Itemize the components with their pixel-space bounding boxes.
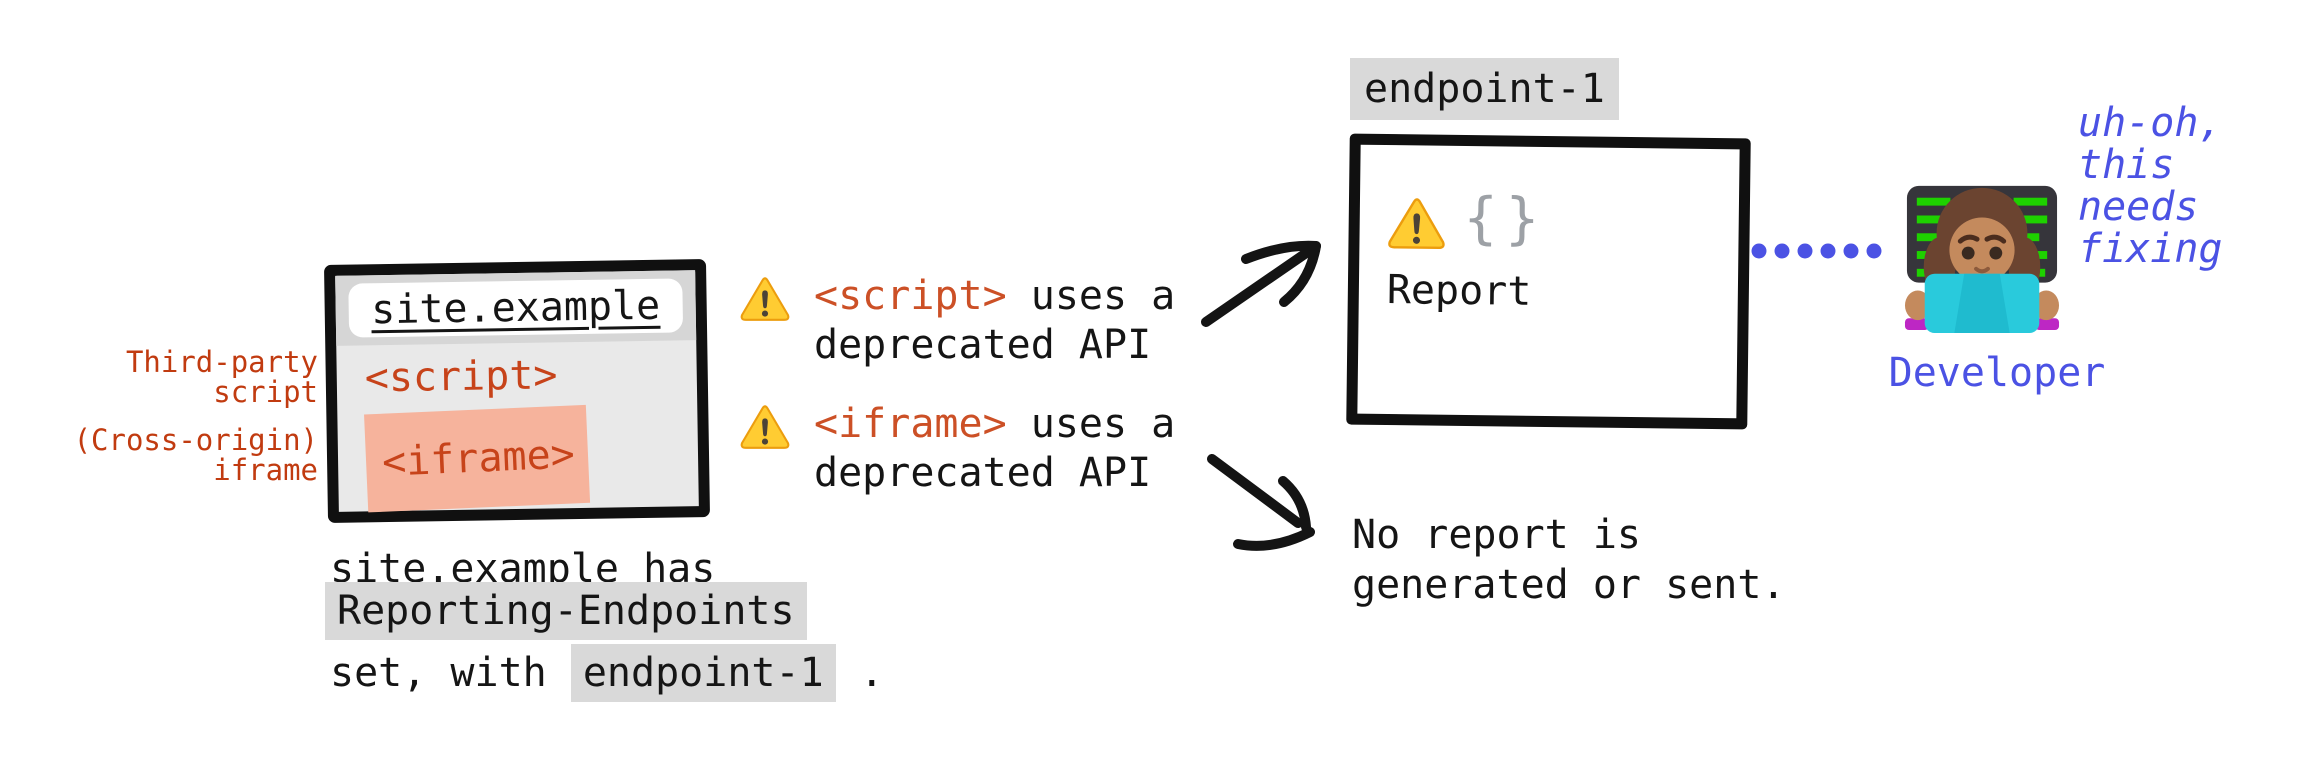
third-party-script-label: Third-party script [125, 345, 318, 409]
iframe-tag-inline: <iframe> [814, 401, 1007, 447]
report-label: Report [1386, 267, 1532, 315]
site-url-text: site.example [370, 282, 661, 334]
script-warning-line-1: <script> uses a [814, 272, 1175, 321]
script-warning-text: <script> uses a deprecated API [814, 272, 1175, 370]
developer-thought-text: uh-oh, this needs fixing [2078, 100, 2223, 272]
uses-a-text: uses a [1006, 273, 1176, 319]
arrow-to-endpoint-icon [1201, 240, 1321, 327]
arrow-to-no-report-icon [1207, 454, 1315, 551]
developer-label: Developer [1888, 350, 2106, 396]
warning-icon [740, 404, 790, 450]
caption-set-with-text: set, with [330, 650, 571, 696]
woman-technologist-icon [1904, 185, 2060, 334]
reporting-endpoints-chip: Reporting-Endpoints [325, 582, 807, 640]
script-tag-text: <script> [364, 352, 558, 402]
iframe-warning-row: <iframe> uses a deprecated API [740, 400, 1175, 498]
browser-titlebar: site.example [335, 270, 697, 346]
warning-icon [1387, 196, 1446, 251]
iframe-highlight-block: <iframe> [364, 404, 591, 513]
iframe-warning-line-2: deprecated API [814, 450, 1152, 496]
caption-line-2: Reporting-Endpoints [325, 582, 807, 640]
iframe-warning-line-1: <iframe> uses a [814, 400, 1175, 449]
uses-a-text: uses a [1006, 401, 1176, 447]
iframe-warning-text: <iframe> uses a deprecated API [814, 400, 1175, 498]
dotted-connector-icon [1751, 243, 1882, 259]
caption-line-3: set, with endpoint-1 . [330, 644, 884, 702]
script-warning-row: <script> uses a deprecated API [740, 272, 1175, 370]
caption-period: . [835, 650, 884, 696]
endpoint-1-chip: endpoint-1 [570, 644, 836, 702]
endpoint-1-label-chip: endpoint-1 [1350, 58, 1619, 120]
iframe-tag-text: <iframe> [381, 431, 576, 486]
no-report-text: No report is generated or sent. [1352, 512, 1786, 608]
script-tag-inline: <script> [814, 273, 1007, 319]
endpoint-report-box: {} Report [1346, 133, 1751, 430]
script-warning-line-2: deprecated API [814, 322, 1152, 368]
browser-content: <script> <iframe> [336, 340, 699, 513]
report-braces-icon: {} [1463, 185, 1548, 252]
browser-window: site.example <script> <iframe> [323, 259, 711, 523]
report-row: {} [1387, 185, 1739, 257]
address-bar: site.example [348, 278, 684, 338]
cross-origin-iframe-label: (Cross-origin) iframe [73, 423, 318, 487]
warning-icon [740, 276, 790, 322]
